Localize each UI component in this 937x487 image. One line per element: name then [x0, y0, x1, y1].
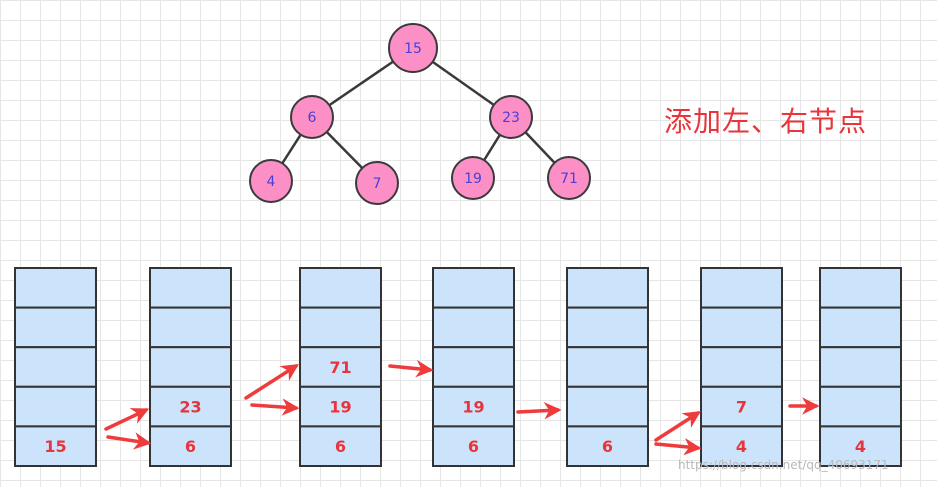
stack-cell: [149, 385, 232, 428]
stack-cell: [14, 306, 97, 349]
stack-2: 23 6: [149, 267, 232, 467]
stack-cell-value: 15: [44, 437, 66, 456]
stack-cell: [700, 306, 783, 349]
stack-cell: [700, 425, 783, 467]
transition-arrow: [104, 408, 150, 431]
tree-node: 19: [451, 156, 495, 200]
stack-cell-value: 4: [736, 437, 747, 456]
stack-cell: [14, 346, 97, 388]
stack-cell: [432, 346, 515, 388]
stack-cell: [149, 306, 232, 349]
stack-cell: [299, 346, 382, 388]
stack-cell: [566, 425, 649, 467]
stack-cell-value: 6: [602, 437, 613, 456]
stack-cell-value: 4: [855, 437, 866, 456]
stack-cell: [819, 425, 902, 467]
watermark-text: https://blog.csdn.net/qq_40693171: [678, 458, 889, 472]
stack-5: 6: [566, 267, 649, 467]
stack-cell: [14, 425, 97, 467]
transition-arrow: [244, 364, 299, 400]
stack-cell: [819, 306, 902, 349]
stack-6: 74: [700, 267, 783, 467]
tree-node-circle: [489, 95, 533, 139]
tree-node-label: 15: [404, 41, 422, 57]
stack-cell: [299, 267, 382, 309]
tree-node-circle: [355, 161, 399, 205]
stack-cell: [432, 267, 515, 309]
stack-cell: [14, 385, 97, 428]
tree-node: 23: [489, 95, 533, 139]
stack-cell: [432, 306, 515, 349]
stack-cell-value: 6: [185, 437, 196, 456]
tree-node: 4: [249, 159, 293, 203]
stack-cell: [432, 385, 515, 428]
tree-node: 7: [355, 161, 399, 205]
stack-1: 15: [14, 267, 97, 467]
tree-node-label: 6: [308, 110, 317, 126]
caption-title: 添加左、右节点: [664, 105, 868, 138]
transition-arrow: [106, 432, 152, 450]
stack-cell-value: 6: [468, 437, 479, 456]
stack-cell: [149, 346, 232, 388]
tree-node-label: 19: [464, 171, 482, 187]
tree-node-circle: [249, 159, 293, 203]
stack-cell: [149, 267, 232, 309]
tree-node-label: 7: [373, 176, 382, 192]
transition-arrow: [516, 401, 562, 420]
stack-cell: [819, 346, 902, 388]
transition-arrow: [250, 398, 300, 416]
transition-arrow: [654, 411, 701, 442]
stack-cell-value: 19: [329, 398, 351, 417]
stack-cell: [819, 267, 902, 309]
stack-cell: [700, 267, 783, 309]
stack-cell: [566, 346, 649, 388]
stack-cell: [566, 267, 649, 309]
stack-cell: [14, 267, 97, 309]
stack-cell-value: 6: [335, 437, 346, 456]
stack-cell-value: 71: [329, 358, 351, 377]
tree-node: 15: [388, 23, 438, 73]
stack-cell-value: 7: [736, 398, 747, 417]
stack-cell: [566, 385, 649, 428]
tree-node-circle: [388, 23, 438, 73]
tree-node-circle: [290, 95, 334, 139]
transition-arrows: [104, 359, 820, 456]
transition-arrow: [388, 359, 434, 378]
stack-cell: [566, 306, 649, 349]
stack-cell: [700, 346, 783, 388]
stack-cell: [432, 425, 515, 467]
tree-node-label: 4: [267, 174, 276, 190]
stack-cell: [819, 385, 902, 428]
stack-cell-value: 23: [179, 398, 201, 417]
tree-node-label: 23: [502, 110, 520, 126]
stack-cell-value: 19: [462, 398, 484, 417]
stack-cell: [299, 385, 382, 428]
stack-cell: [299, 425, 382, 467]
stack-3: 71 19 6: [299, 267, 382, 467]
tree-nodes: 15 6 23 4 7 19 71: [249, 23, 591, 205]
stack-4: 19 6: [432, 267, 515, 467]
tree-node-circle: [451, 156, 495, 200]
tree-node: 6: [290, 95, 334, 139]
stack-cell: [299, 306, 382, 349]
tree-node: 71: [547, 156, 591, 200]
tree-node-label: 71: [560, 171, 578, 187]
tree-node-circle: [547, 156, 591, 200]
stack-7: 4: [819, 267, 902, 467]
transition-arrow: [654, 437, 702, 456]
